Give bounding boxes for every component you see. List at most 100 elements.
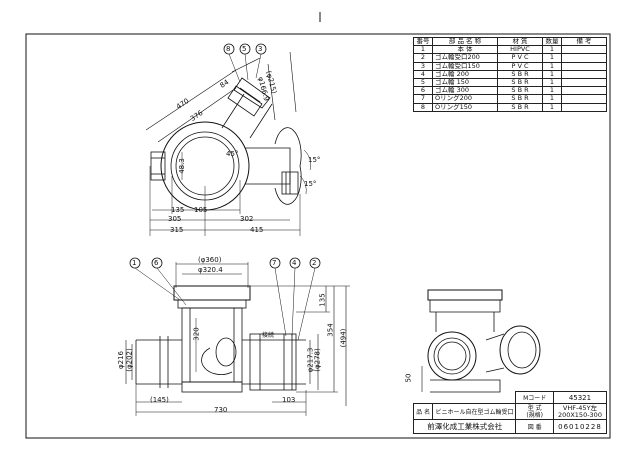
cell-no: 7 xyxy=(413,94,433,104)
cell-no: 6 xyxy=(413,86,433,96)
cell-material: S B R xyxy=(497,77,543,88)
cell-qty: 1 xyxy=(542,86,562,96)
balloon-label-7: 7 xyxy=(272,259,277,267)
dim-135-front: 135 xyxy=(318,293,327,307)
name-label: 品 名 xyxy=(412,403,434,420)
dim-135: 135 xyxy=(171,206,185,214)
balloon-label-8: 8 xyxy=(226,45,231,53)
cell-no: 3 xyxy=(413,61,433,71)
m-code-value: 45321 xyxy=(552,391,608,404)
cell-no: 5 xyxy=(413,77,433,88)
dim-145: (145) xyxy=(150,396,169,404)
cell-name: ゴム輪 150 xyxy=(432,77,498,88)
drawing-no-label: 図 番 xyxy=(515,419,554,434)
balloon-label-6: 6 xyxy=(154,259,159,267)
dim-dia-left-inner: (φ202) xyxy=(125,348,134,372)
cell-name: Oリング200 xyxy=(432,94,498,104)
balloon-label-4: 4 xyxy=(292,259,297,267)
cell-qty: 1 xyxy=(542,69,562,79)
balloon-label-3: 3 xyxy=(258,45,263,53)
model-label: 型 式 xyxy=(527,404,542,412)
cell-name: Oリング150 xyxy=(432,102,498,112)
parts-table-header: 番号 部 品 名 称 材 質 数量 備 考 xyxy=(413,36,607,47)
header-qty: 数量 xyxy=(542,36,562,47)
cell-remarks xyxy=(561,69,607,79)
product-name: ビニホール自在型ゴム輪受口 xyxy=(432,403,517,420)
balloon-label-5: 5 xyxy=(242,45,247,53)
drawing-no: 06010228 xyxy=(552,419,608,434)
dim-103: 103 xyxy=(282,396,296,404)
front-view xyxy=(125,257,350,416)
header-name: 部 品 名 称 xyxy=(432,36,498,47)
cell-remarks xyxy=(561,53,607,63)
cell-remarks xyxy=(561,61,607,71)
dim-302: 302 xyxy=(240,215,254,223)
dim-48-3: 48.3 xyxy=(177,158,186,174)
balloon-label-2: 2 xyxy=(312,259,317,267)
dim-15deg-b: 15° xyxy=(304,180,317,188)
dim-354: 354 xyxy=(326,323,335,337)
dim-494: (494) xyxy=(339,328,348,348)
dim-top-inner: φ320.4 xyxy=(198,266,223,274)
dim-dia-right-inner: (φ278) xyxy=(313,348,322,372)
dim-15deg-a: 15° xyxy=(308,156,321,164)
cell-no: 1 xyxy=(413,45,433,55)
dim-315: 315 xyxy=(170,226,184,234)
model-sub-label: (規格) xyxy=(526,411,544,419)
m-code-label: Mコード xyxy=(515,391,554,404)
header-no: 番号 xyxy=(413,36,433,47)
cell-name: ゴム輪 200 xyxy=(432,69,498,79)
cell-qty: 1 xyxy=(542,61,562,71)
cell-material: HIPVC xyxy=(497,45,543,55)
cell-qty: 1 xyxy=(542,94,562,104)
top-view xyxy=(145,43,311,236)
balloon-label-1: 1 xyxy=(132,259,137,267)
dim-84: 84 xyxy=(218,78,231,90)
dim-dia-left-outer: φ216 xyxy=(116,351,125,369)
cell-no: 2 xyxy=(413,53,433,63)
dim-470: 470 xyxy=(174,96,191,112)
cell-name: ゴム輪 300 xyxy=(432,86,498,96)
dim-top-outer: (φ360) xyxy=(198,256,222,264)
cell-remarks xyxy=(561,86,607,96)
dim-320: 320 xyxy=(192,327,201,341)
header-material: 材 質 xyxy=(497,36,543,47)
cell-name: 本 体 xyxy=(432,45,498,55)
model-line-2: 200X150-300 xyxy=(557,410,602,419)
cell-name: ゴム輪受口200 xyxy=(432,53,498,63)
dim-305: 305 xyxy=(168,215,182,223)
cell-material: S B R xyxy=(497,86,543,96)
title-block: Mコード 45321 品 名 ビニホール自在型ゴム輪受口 型 式 (規格) VH… xyxy=(412,391,608,434)
cell-name: ゴム輪受口150 xyxy=(432,61,498,71)
cell-remarks xyxy=(561,77,607,88)
dim-105: 105 xyxy=(194,206,208,214)
dim-376: 376 xyxy=(188,108,205,124)
cell-material: P V C xyxy=(497,61,543,71)
dim-415: 415 xyxy=(250,226,264,234)
cell-qty: 1 xyxy=(542,77,562,88)
cell-remarks xyxy=(561,94,607,104)
dim-45deg: 45° xyxy=(226,150,239,158)
company-name: 前澤化成工業株式会社 xyxy=(412,419,517,434)
cell-no: 4 xyxy=(413,69,433,79)
cell-material: P V C xyxy=(497,53,543,63)
cell-remarks xyxy=(561,45,607,55)
dim-730: 730 xyxy=(214,406,228,414)
cell-material: S B R xyxy=(497,69,543,79)
note-connection: 接続 xyxy=(262,332,275,339)
dim-50: 50 xyxy=(404,373,413,383)
cell-material: S B R xyxy=(497,94,543,104)
cell-qty: 1 xyxy=(542,53,562,63)
cell-qty: 1 xyxy=(542,45,562,55)
